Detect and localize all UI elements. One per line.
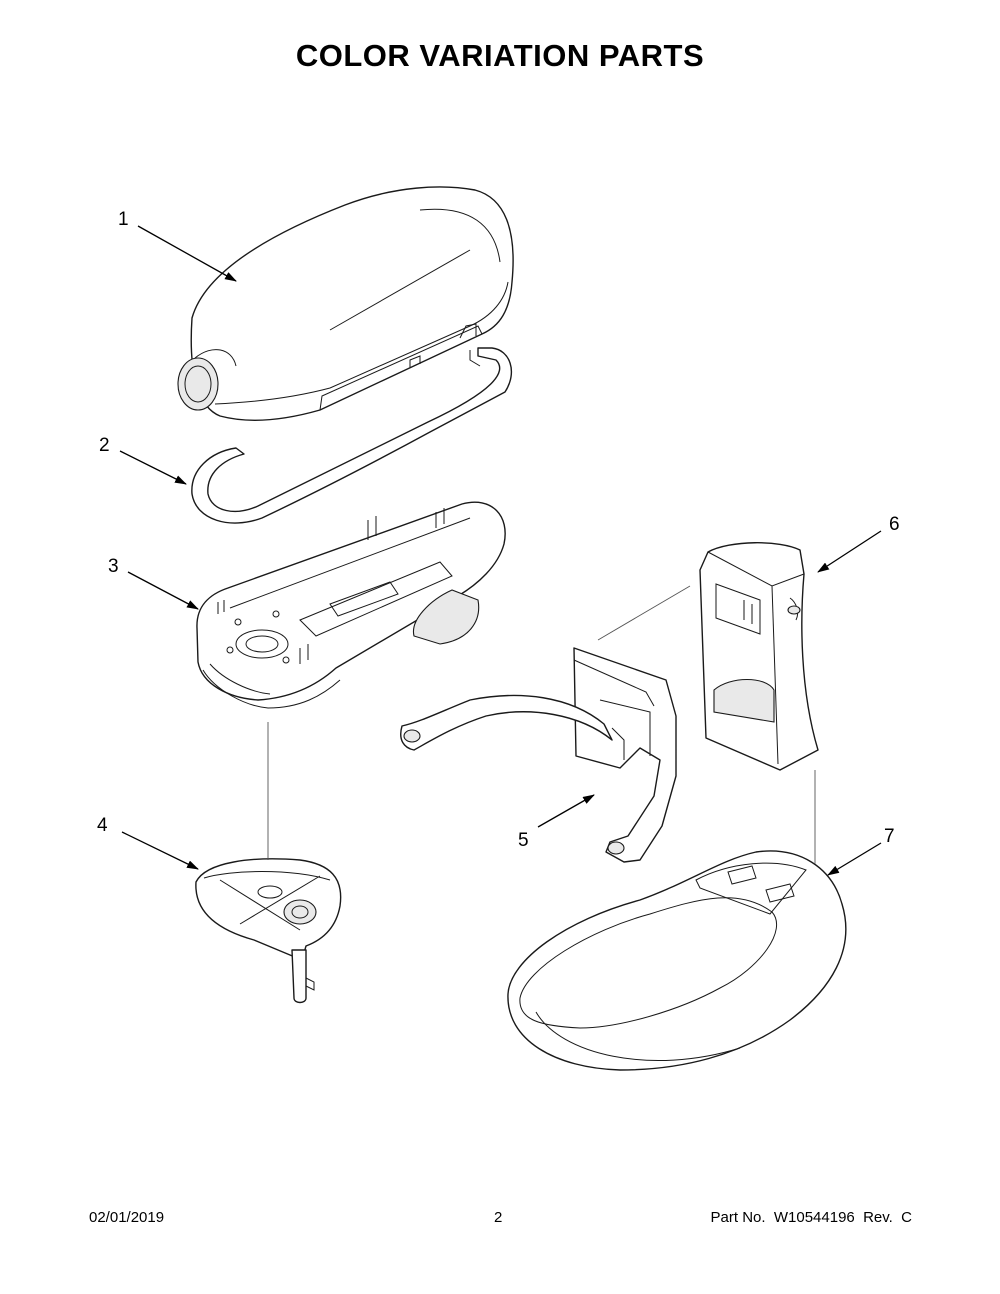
callout-7: 7: [884, 826, 895, 847]
leader-7: [827, 842, 882, 876]
leader-1: [137, 225, 237, 282]
callout-2: 2: [99, 435, 110, 456]
part-7-pedestal-base: [507, 850, 847, 1071]
reference-line-5-6: [597, 585, 691, 641]
part-3-gear-housing-base: [196, 501, 506, 709]
part-2-trim-band: [191, 347, 513, 524]
callout-6: 6: [889, 514, 900, 535]
leader-2: [119, 450, 187, 485]
assembly-reference-lines: [267, 585, 816, 864]
callout-5: 5: [518, 830, 529, 851]
leader-3: [127, 571, 199, 610]
callout-numbers: 1 2 3 4 5 6 7: [97, 209, 900, 851]
leader-5: [537, 794, 595, 828]
callout-1: 1: [118, 209, 129, 230]
leader-4: [121, 831, 199, 870]
callout-3: 3: [108, 556, 119, 577]
footer-part-number: Part No. W10544196 Rev. C: [710, 1209, 912, 1226]
part-5-bowl-lift-arm: [400, 647, 677, 863]
part-4-gear-plate: [195, 858, 342, 1004]
part-1-motor-housing: [177, 186, 514, 421]
footer-page-number: 2: [494, 1209, 503, 1226]
page-title: COLOR VARIATION PARTS: [295, 38, 705, 73]
callout-4: 4: [97, 815, 108, 836]
footer-date: 02/01/2019: [89, 1209, 165, 1226]
callout-leaders: [119, 225, 882, 876]
part-6-column: [699, 542, 819, 771]
leader-6: [817, 530, 882, 573]
